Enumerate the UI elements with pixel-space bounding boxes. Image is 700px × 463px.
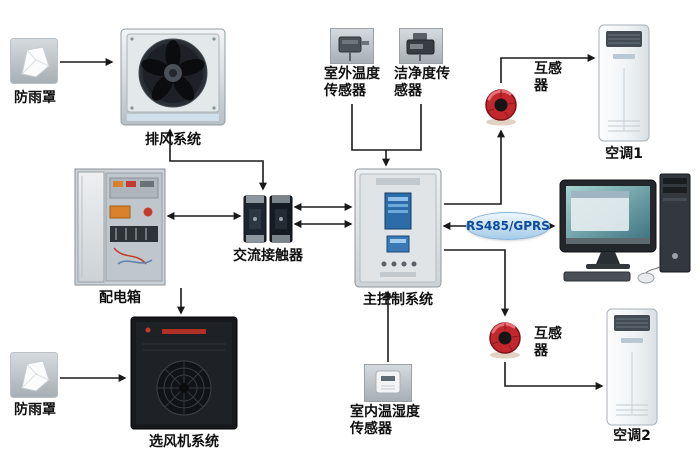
transformer-bottom xyxy=(484,318,526,364)
ac-unit-1-label: 空调1 xyxy=(605,146,643,162)
cleanliness-sensor xyxy=(399,28,443,68)
ac-unit-1-image xyxy=(598,24,650,142)
transformer-top-label: 互感器 xyxy=(534,61,562,94)
transformer-top-image xyxy=(485,89,517,126)
outdoor-temp-sensor-label: 室外温度传感器 xyxy=(324,66,380,99)
bus-rs485-gprs: RS485/GPRS xyxy=(466,212,550,240)
exhaust-system-label: 排风系统 xyxy=(145,132,201,148)
transformer-bottom-image xyxy=(489,322,521,359)
fan-selection-image xyxy=(130,316,238,430)
transformer-top xyxy=(480,85,522,131)
ac-contactor-label: 交流接触器 xyxy=(233,248,303,264)
edge-sensor-bus xyxy=(351,104,422,151)
rain-cover-bottom-label: 防雨罩 xyxy=(14,402,56,418)
rain-cover-bottom-image xyxy=(10,352,58,398)
fan-selection-system-label: 选风机系统 xyxy=(149,434,219,450)
cleanliness-sensor-label: 洁净度传感器 xyxy=(394,66,450,99)
edge-maincontrol-transformer-bottom xyxy=(444,249,509,317)
distribution-box-label: 配电箱 xyxy=(99,290,141,306)
indoor-sensor-image xyxy=(364,364,412,402)
ac-unit-2-image xyxy=(606,308,658,426)
ac-contactor-image xyxy=(243,195,293,243)
edge-transformer-ac2 xyxy=(504,362,604,390)
ac-unit-2 xyxy=(606,308,658,430)
transformer-bottom-label: 互感器 xyxy=(534,326,562,359)
rain-cover-top xyxy=(10,38,58,88)
ac-unit-1 xyxy=(598,24,650,146)
ac-unit-2-label: 空调2 xyxy=(613,428,651,444)
exhaust-fan-image xyxy=(120,28,226,126)
rain-cover-top-label: 防雨罩 xyxy=(14,90,56,106)
distribution-box-image xyxy=(74,168,166,286)
outdoor-temp-sensor xyxy=(330,28,374,68)
edge-maincontrol-transformer-top xyxy=(444,129,505,205)
rain-cover-image xyxy=(10,38,58,84)
indoor-temp-humidity-sensor xyxy=(364,364,412,406)
indoor-sensor-label: 室内温湿度传感器 xyxy=(350,404,420,437)
outdoor-temp-sensor-image xyxy=(330,28,374,64)
computer-image xyxy=(559,173,691,284)
bus-rs485-gprs-label: RS485/GPRS xyxy=(466,219,550,233)
fan-selection-system xyxy=(130,316,238,434)
main-control-system-label: 主控制系统 xyxy=(363,292,433,308)
distribution-box xyxy=(74,168,166,290)
main-control-image xyxy=(354,168,442,288)
main-control-system xyxy=(354,168,442,292)
ac-contactor xyxy=(243,193,293,249)
cleanliness-sensor-image xyxy=(399,28,443,64)
exhaust-system xyxy=(120,28,226,130)
rain-cover-bottom xyxy=(10,352,58,402)
computer xyxy=(558,172,692,290)
